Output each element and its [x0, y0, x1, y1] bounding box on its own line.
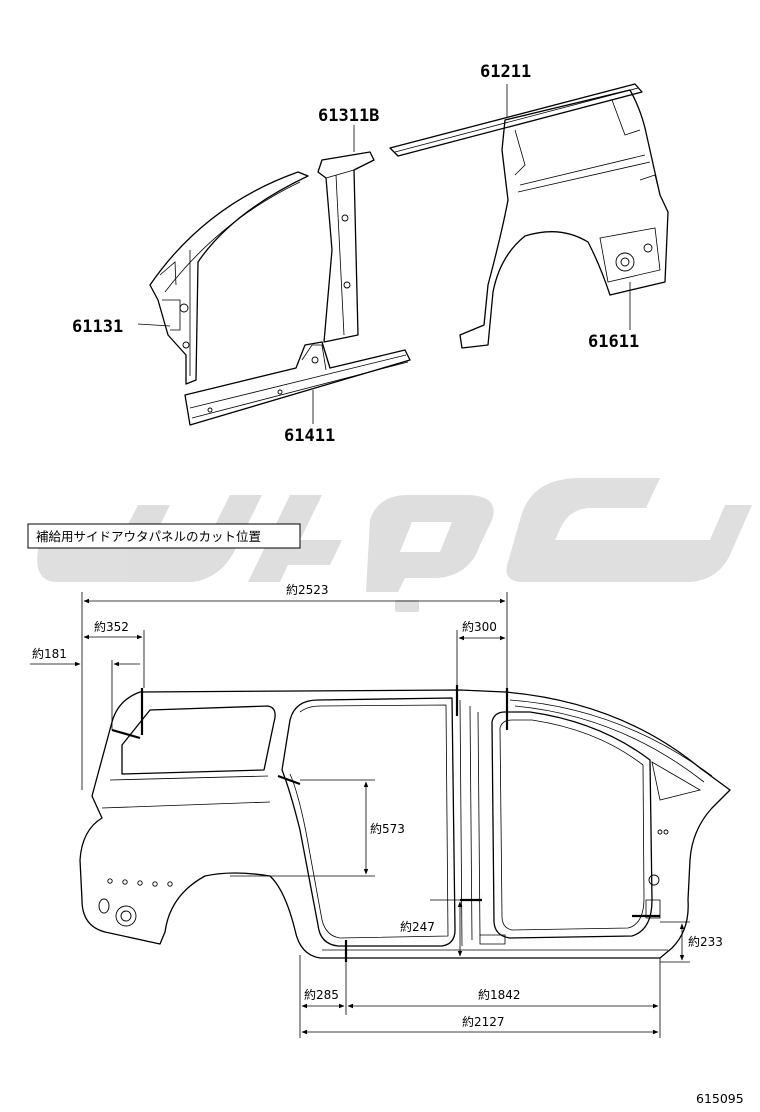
part-61311b-center-pillar: [317, 151, 375, 343]
dim-label-bottom-2127: 約2127: [462, 1014, 505, 1029]
part-61211-roof-rail: [389, 83, 643, 157]
dimension-lines: [30, 592, 690, 1038]
side-outer-panel-outline: [79, 689, 731, 959]
dim-label-rear-352: 約352: [94, 619, 129, 634]
part-61131-front-pillar: [149, 171, 309, 385]
part-label-61411: 61411: [284, 426, 335, 446]
part-label-61311b: 61311B: [318, 106, 379, 126]
dim-label-pillar-300: 約300: [462, 619, 497, 634]
part-61411-rocker-panel: [184, 341, 411, 426]
dim-label-total-length: 約2523: [286, 582, 329, 597]
part-61611-quarter-panel: [459, 89, 669, 349]
section-title: 補給用サイドアウタパネルのカット位置: [36, 529, 261, 544]
figure-number: 615095: [696, 1091, 744, 1106]
part-label-61131: 61131: [72, 317, 123, 337]
part-label-61211: 61211: [480, 62, 531, 82]
dim-label-rear-181: 約181: [32, 646, 67, 661]
part-label-61611: 61611: [588, 332, 639, 352]
dim-label-bottom-1842: 約1842: [478, 987, 521, 1002]
dim-label-height-247: 約247: [400, 919, 435, 934]
dim-label-height-573: 約573: [370, 821, 405, 836]
dim-label-height-233: 約233: [688, 934, 723, 949]
dim-label-bottom-285: 約285: [304, 987, 339, 1002]
section-title-box: [27, 523, 301, 549]
leader-lines: [137, 84, 631, 424]
